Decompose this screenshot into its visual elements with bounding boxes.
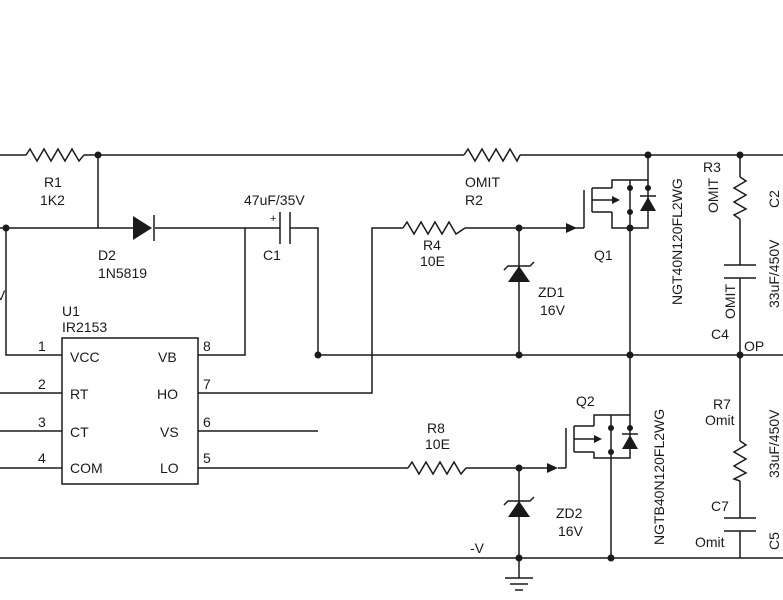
resistor-r1-symbol xyxy=(25,147,85,163)
resistor-r8-symbol xyxy=(407,460,467,476)
capacitor-c1-symbol xyxy=(279,212,291,244)
r1-value-label: 1K2 xyxy=(40,192,65,208)
u1-pin-name: LO xyxy=(160,460,179,476)
capacitor-c7-symbol xyxy=(724,517,756,532)
r3-value-label: OMIT xyxy=(705,178,721,213)
left-stub-label: V xyxy=(0,287,6,303)
resistor-r2-symbol xyxy=(463,147,521,163)
r3-ref-label: R3 xyxy=(703,159,721,175)
r1-ref-label: R1 xyxy=(44,174,62,190)
zd2-ref-label: ZD2 xyxy=(556,505,583,521)
r7-value-label: Omit xyxy=(705,412,735,428)
zener-zd2-symbol xyxy=(503,496,535,517)
r4-value-label: 10E xyxy=(420,253,445,269)
u1-pin-number: 4 xyxy=(38,450,46,466)
q1-part-label: NGT40N120FL2WG xyxy=(669,178,685,305)
u1-pin-name: VB xyxy=(158,349,177,365)
output-net-label: OP xyxy=(744,338,764,354)
igbt-q2-symbol xyxy=(547,414,638,473)
c7-ref-label: C7 xyxy=(711,498,729,514)
r7-ref-label: R7 xyxy=(713,396,731,412)
c5-ref-label: C5 xyxy=(766,532,782,550)
r4-ref-label: R4 xyxy=(423,237,441,253)
diode-d2-symbol xyxy=(133,215,155,241)
u1-part-label: IR2153 xyxy=(62,319,107,335)
c1-ref-label: C1 xyxy=(263,247,281,263)
resistor-r4-symbol xyxy=(402,220,466,236)
u1-pin-number: 8 xyxy=(203,338,211,354)
q2-part-label: NGTB40N120FL2WG xyxy=(651,409,667,545)
resistor-r3-symbol xyxy=(732,176,748,220)
u1-pin-name: RT xyxy=(70,386,89,402)
q1-ref-label: Q1 xyxy=(594,247,613,263)
ground-symbol xyxy=(505,577,533,591)
u1-pin-number: 5 xyxy=(203,450,211,466)
component-labels: R1 1K2 D2 1N5819 47uF/35V + C1 OMIT R2 R… xyxy=(0,159,782,556)
zd1-value-label: 16V xyxy=(540,302,566,318)
c1-polarity-label: + xyxy=(270,213,276,225)
u1-pin-number: 6 xyxy=(203,414,211,430)
zener-zd1-symbol xyxy=(503,261,535,282)
ic-u1-body xyxy=(61,337,199,485)
u1-pin-name: VCC xyxy=(70,349,100,365)
resistor-r7-symbol xyxy=(732,440,748,482)
u1-ref-label: U1 xyxy=(62,303,80,319)
igbt-q1-symbol xyxy=(566,179,656,233)
u1-pin-name: COM xyxy=(70,460,103,476)
negative-rail-label: -V xyxy=(470,540,485,556)
u1-pin-number: 3 xyxy=(38,414,46,430)
r2-ref-label: R2 xyxy=(465,192,483,208)
d2-ref-label: D2 xyxy=(98,247,116,263)
c4-ref-label: C4 xyxy=(711,326,729,342)
u1-pin-name: CT xyxy=(70,424,89,440)
zd1-ref-label: ZD1 xyxy=(538,284,565,300)
c1-value-label: 47uF/35V xyxy=(244,192,305,208)
c2-ref-label: C2 xyxy=(766,190,782,208)
junction-dots xyxy=(2,151,744,562)
u1-pin-name: VS xyxy=(160,424,179,440)
r8-value-label: 10E xyxy=(425,436,450,452)
u1-pin-name: HO xyxy=(157,386,178,402)
c5-rating-label: 33uF/450V xyxy=(766,409,782,478)
u1-pin-number: 1 xyxy=(38,338,46,354)
r2-value-label: OMIT xyxy=(465,174,500,190)
q2-ref-label: Q2 xyxy=(576,393,595,409)
r8-ref-label: R8 xyxy=(427,420,445,436)
c4-value-label: OMIT xyxy=(722,284,738,319)
wires xyxy=(0,154,783,578)
d2-value-label: 1N5819 xyxy=(98,265,147,281)
u1-pin-number: 2 xyxy=(38,376,46,392)
c2-rating-label: 33uF/450V xyxy=(766,239,782,308)
c7-value-label: Omit xyxy=(695,534,725,550)
zd2-value-label: 16V xyxy=(558,523,584,539)
u1-pin-number: 7 xyxy=(203,376,211,392)
capacitor-c4-symbol xyxy=(724,264,756,279)
